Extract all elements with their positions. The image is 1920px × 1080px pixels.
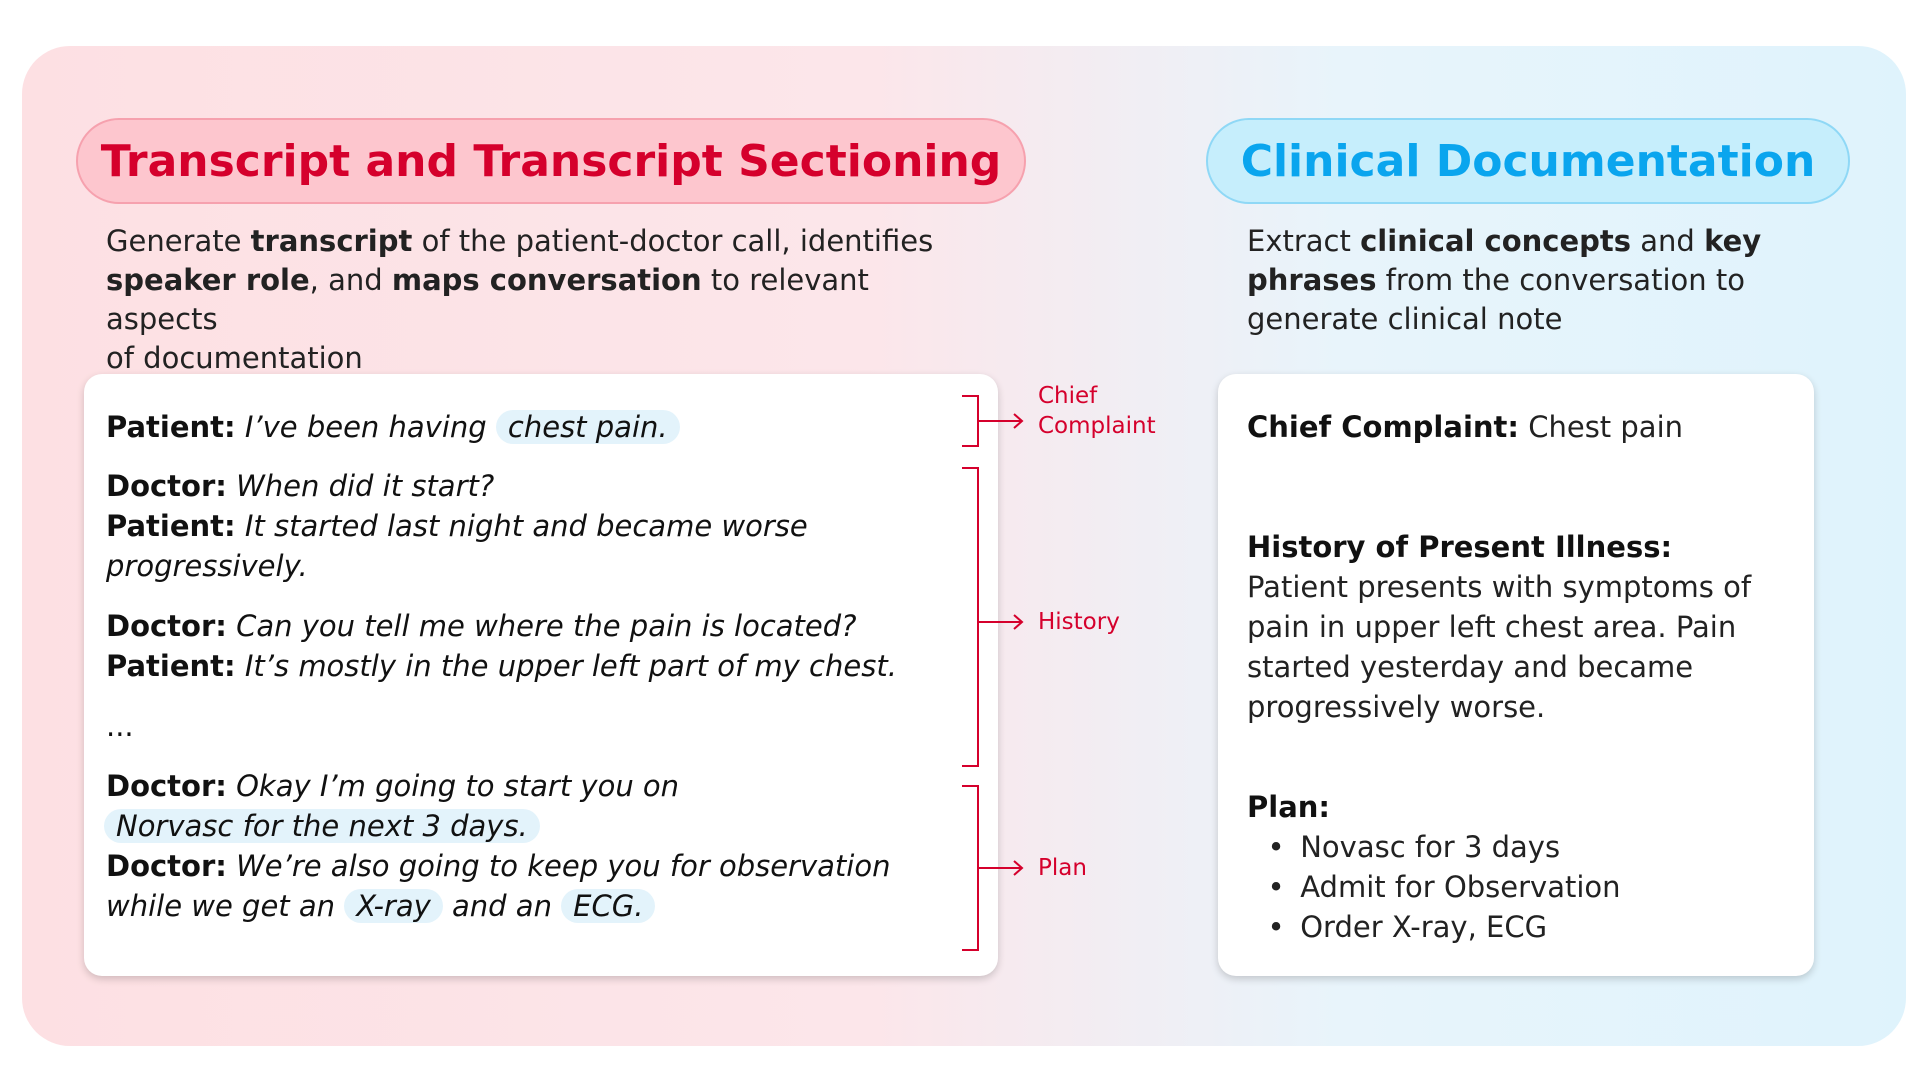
utterance: Can you tell me where the pain is locate… <box>236 609 857 643</box>
hpi-line: started yesterday and became <box>1247 650 1694 684</box>
utterance: It started last night and became worse <box>244 509 808 543</box>
utterance: When did it start? <box>236 469 495 503</box>
note-value: Chest pain <box>1528 410 1684 444</box>
transcript-section-title-text: Transcript and Transcript Sectioning <box>100 135 1002 187</box>
hpi-line: Patient presents with symptoms of <box>1247 570 1752 604</box>
clinical-documentation-title-text: Clinical Documentation <box>1240 135 1816 187</box>
speaker-label: Patient: <box>106 649 236 683</box>
transcript-description: Generate transcript of the patient-docto… <box>106 222 986 378</box>
highlighted-phrase: chest pain. <box>495 410 680 444</box>
hpi-heading: History of Present Illness: <box>1247 527 1672 567</box>
utterance: while we get an <box>106 889 336 923</box>
plan-item-text: Admit for Observation <box>1300 870 1621 904</box>
label-line: Complaint <box>1038 413 1156 439</box>
desc-text: Generate <box>106 224 251 258</box>
plan-item-text: Order X-ray, ECG <box>1300 910 1548 944</box>
label-line: Chief <box>1038 383 1098 409</box>
desc-bold: transcript <box>250 224 413 258</box>
speaker-label: Doctor: <box>106 769 227 803</box>
speaker-label: Patient: <box>106 509 236 543</box>
desc-text: of documentation <box>106 341 363 375</box>
label-text: History <box>1038 609 1120 635</box>
desc-text: generate clinical note <box>1247 302 1563 336</box>
desc-text: of the patient-doctor call, identifies <box>412 224 934 258</box>
chief-complaint-label: Chief Complaint <box>1038 381 1156 441</box>
transcript-line: Patient: I’ve been having chest pain. <box>106 407 680 447</box>
speaker-label: Doctor: <box>106 609 227 643</box>
bullet-icon: • <box>1267 830 1285 864</box>
transcript-line: Doctor: Okay I’m going to start you on <box>106 766 679 806</box>
documentation-description: Extract clinical concepts and key phrase… <box>1247 222 1787 339</box>
utterance: It’s mostly in the upper left part of my… <box>244 649 897 683</box>
transcript-line: Doctor: When did it start? <box>106 466 494 506</box>
desc-text: , and <box>309 263 392 297</box>
hpi-line: progressively worse. <box>1247 690 1546 724</box>
desc-bold: clinical concepts <box>1360 224 1632 258</box>
desc-text: and <box>1631 224 1705 258</box>
desc-bold: key <box>1704 224 1762 258</box>
ellipsis: ... <box>106 706 134 746</box>
plan-heading: Plan: <box>1247 787 1330 827</box>
utterance: I’ve been having <box>244 410 487 444</box>
transcript-line: while we get an X-ray and an ECG. <box>106 886 656 926</box>
transcript-line: Doctor: We’re also going to keep you for… <box>106 846 890 886</box>
utterance: Okay I’m going to start you on <box>236 769 680 803</box>
history-label: History <box>1038 607 1120 637</box>
label-text: Plan <box>1038 855 1087 881</box>
transcript-line: Patient: It started last night and becam… <box>106 506 808 546</box>
desc-bold: maps conversation <box>391 263 702 297</box>
speaker-label: Doctor: <box>106 469 227 503</box>
ellipsis-text: ... <box>106 709 134 743</box>
desc-text: from the conversation to <box>1376 263 1745 297</box>
transcript-card <box>84 374 998 976</box>
plan-item: • Admit for Observation <box>1261 867 1621 907</box>
chief-complaint-entry: Chief Complaint: Chest pain <box>1247 407 1683 447</box>
desc-bold: phrases <box>1247 263 1377 297</box>
note-label: History of Present Illness: <box>1247 530 1673 564</box>
bullet-icon: • <box>1267 870 1285 904</box>
highlighted-phrase: X-ray <box>344 889 443 923</box>
transcript-line: Doctor: Can you tell me where the pain i… <box>106 606 857 646</box>
hpi-line: pain in upper left chest area. Pain <box>1247 610 1737 644</box>
transcript-line: Norvasc for the next 3 days. <box>104 806 540 846</box>
desc-text: to relevant aspects <box>106 263 869 336</box>
plan-item: • Order X-ray, ECG <box>1261 907 1547 947</box>
utterance: progressively. <box>106 549 308 583</box>
clinical-documentation-title: Clinical Documentation <box>1206 118 1850 204</box>
plan-label: Plan <box>1038 853 1087 883</box>
transcript-section-title: Transcript and Transcript Sectioning <box>76 118 1026 204</box>
speaker-label: Patient: <box>106 410 236 444</box>
clinical-note-card <box>1218 374 1814 976</box>
plan-item: • Novasc for 3 days <box>1261 827 1560 867</box>
note-label: Chief Complaint: <box>1247 410 1519 444</box>
desc-bold: speaker role <box>106 263 310 297</box>
speaker-label: Doctor: <box>106 849 227 883</box>
desc-text: Extract <box>1247 224 1361 258</box>
transcript-line: progressively. <box>106 546 308 586</box>
highlighted-phrase: ECG. <box>561 889 656 923</box>
transcript-line: Patient: It’s mostly in the upper left p… <box>106 646 897 686</box>
note-label: Plan: <box>1247 790 1331 824</box>
bullet-icon: • <box>1267 910 1285 944</box>
utterance: We’re also going to keep you for observa… <box>236 849 891 883</box>
plan-item-text: Novasc for 3 days <box>1300 830 1561 864</box>
utterance: and an <box>452 889 552 923</box>
highlighted-phrase: Norvasc for the next 3 days. <box>104 809 540 843</box>
